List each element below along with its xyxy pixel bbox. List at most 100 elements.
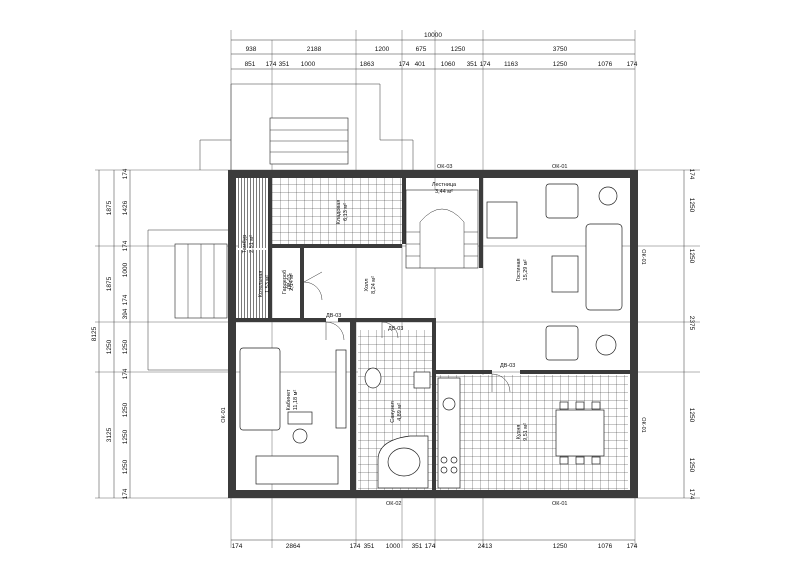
svg-text:174: 174 — [122, 168, 129, 179]
svg-text:174: 174 — [350, 543, 361, 550]
room-cabinet-name: Кабинет — [286, 389, 292, 410]
svg-text:1250: 1250 — [122, 339, 129, 354]
svg-text:675: 675 — [416, 46, 427, 53]
room-stair-area: 3,44 м² — [435, 189, 453, 195]
window-mark-top-hall: ОК-03 — [437, 164, 452, 170]
svg-text:1426: 1426 — [122, 200, 129, 215]
svg-text:174: 174 — [627, 61, 638, 68]
room-bath-name: Санузел — [390, 401, 396, 422]
svg-text:3750: 3750 — [553, 46, 568, 53]
svg-text:1250: 1250 — [688, 249, 695, 264]
door-mark-kitchen: ДВ-03 — [500, 363, 515, 369]
svg-text:1250: 1250 — [688, 198, 695, 213]
top-dimensions: 10000 938 2188 1200 675 1250 3750 851 17… — [231, 32, 638, 70]
svg-text:3125: 3125 — [106, 427, 113, 442]
window-mark-right-living: ОК-01 — [640, 249, 646, 264]
door-mark-hall: ДВ-03 — [287, 274, 293, 289]
svg-text:1250: 1250 — [553, 543, 568, 550]
svg-text:1250: 1250 — [122, 459, 129, 474]
svg-text:1200: 1200 — [375, 46, 390, 53]
room-kitchen-area: 9,51 м² — [523, 423, 529, 441]
svg-text:1000: 1000 — [301, 61, 316, 68]
porch-stairs-left — [174, 243, 228, 319]
svg-text:1250: 1250 — [122, 402, 129, 417]
svg-text:1076: 1076 — [598, 543, 613, 550]
walls — [228, 170, 638, 498]
room-storage-area: 6,13 м² — [343, 203, 349, 221]
room-vestibule-area: 2,51 м² — [249, 235, 255, 253]
kitchen-furniture — [437, 377, 605, 489]
svg-text:351: 351 — [412, 543, 423, 550]
svg-text:174: 174 — [122, 294, 129, 305]
svg-text:174: 174 — [688, 169, 695, 180]
room-cabinet-area: 11,18 м² — [293, 390, 299, 411]
svg-text:174: 174 — [122, 368, 129, 379]
svg-text:174: 174 — [480, 61, 491, 68]
svg-text:1250: 1250 — [553, 61, 568, 68]
svg-text:174: 174 — [122, 488, 129, 499]
porch-outline — [147, 83, 414, 371]
svg-text:1000: 1000 — [122, 262, 129, 277]
window-marks: ОК-03 ОК-01 ОК-02 ОК-01 ОК-01 ОК-01 ОК-0… — [221, 164, 646, 507]
room-vestibule-name: Тамбур — [242, 235, 248, 254]
svg-text:2375: 2375 — [688, 316, 695, 331]
living-room-furniture — [486, 183, 623, 361]
svg-text:1875: 1875 — [106, 276, 113, 291]
room-living-name: Гостиная — [516, 258, 522, 281]
room-hall-area: 8,24 м² — [371, 276, 377, 294]
door-marks: ДВ-03 ДВ-03 ДВ-03 ДВ-03 — [287, 274, 515, 369]
window-mark-bottom-kitchen: ОК-01 — [552, 501, 567, 507]
svg-text:394: 394 — [122, 308, 129, 319]
svg-text:174: 174 — [266, 61, 277, 68]
room-closet-name: Гардероб — [282, 270, 288, 294]
window-mark-right-kitchen: ОК-01 — [640, 417, 646, 432]
svg-text:1060: 1060 — [441, 61, 456, 68]
left-dimensions: 8125 1875 1875 1250 3125 174 1426 174 10… — [91, 168, 131, 499]
svg-text:1163: 1163 — [504, 61, 518, 68]
svg-text:351: 351 — [364, 543, 375, 550]
svg-text:174: 174 — [627, 543, 638, 550]
room-bath-area: 4,89 м² — [397, 403, 403, 421]
room-storage-name: Кладовая — [336, 200, 342, 225]
svg-text:1000: 1000 — [386, 543, 401, 550]
cabinet-furniture — [239, 347, 347, 485]
room-labels: Лестница 3,44 м² Гостиная 15,29 м² Холл … — [242, 182, 529, 441]
porch-stairs-top — [269, 117, 349, 165]
room-closet-area: 2,14 м² — [289, 273, 295, 291]
room-boiler-name: Котельная — [258, 271, 264, 298]
room-kitchen-name: Кухня — [516, 425, 522, 440]
svg-text:1076: 1076 — [598, 61, 613, 68]
svg-text:1250: 1250 — [122, 429, 129, 444]
window-mark-left-cabinet: ОК-01 — [221, 407, 227, 422]
dim-total-width: 10000 — [424, 32, 442, 39]
main-staircase — [405, 189, 479, 269]
svg-text:1250: 1250 — [106, 339, 113, 354]
door-mark-bath: ДВ-03 — [388, 326, 403, 332]
svg-text:174: 174 — [232, 543, 243, 550]
svg-text:174: 174 — [122, 240, 129, 251]
svg-text:351: 351 — [467, 61, 478, 68]
svg-text:851: 851 — [245, 61, 256, 68]
svg-text:401: 401 — [415, 61, 426, 68]
svg-text:2188: 2188 — [307, 46, 322, 53]
svg-text:2413: 2413 — [478, 543, 493, 550]
svg-text:1863: 1863 — [360, 61, 375, 68]
right-dimensions: 174 1250 1250 2375 1250 1250 174 — [683, 169, 695, 500]
svg-text:1875: 1875 — [106, 200, 113, 215]
room-hall-name: Холл — [364, 279, 370, 292]
svg-text:1250: 1250 — [451, 46, 466, 53]
svg-text:1250: 1250 — [688, 458, 695, 473]
room-boiler-area: 1,53 м² — [265, 275, 271, 293]
svg-text:2864: 2864 — [286, 543, 301, 550]
svg-text:174: 174 — [399, 61, 410, 68]
window-mark-top-living: ОК-01 — [552, 164, 567, 170]
door-mark-cabinet: ДВ-03 — [326, 313, 341, 319]
window-mark-bottom-bath: ОК-02 — [386, 501, 401, 507]
svg-text:938: 938 — [246, 46, 257, 53]
room-living-area: 15,29 м² — [523, 259, 529, 280]
svg-text:351: 351 — [279, 61, 290, 68]
svg-text:1250: 1250 — [688, 408, 695, 423]
room-stair-name: Лестница — [432, 182, 457, 188]
dim-total-height: 8125 — [91, 326, 98, 341]
